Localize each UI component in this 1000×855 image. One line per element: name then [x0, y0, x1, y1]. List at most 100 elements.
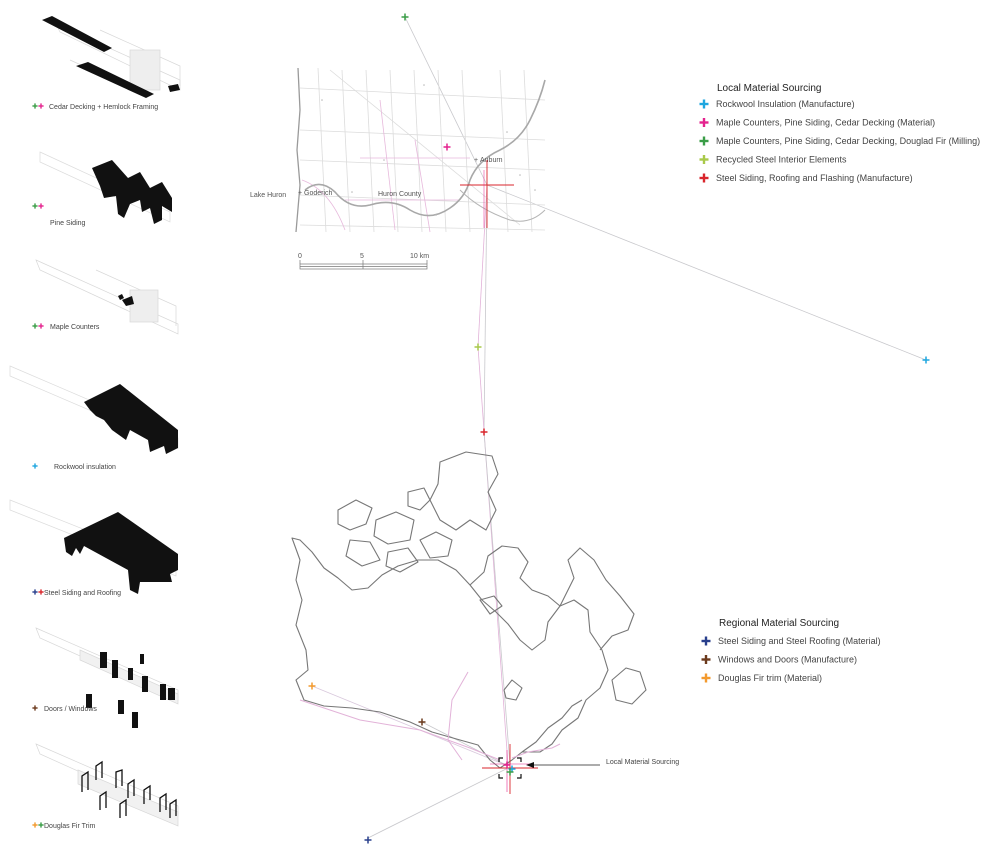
label-huron-county: Huron County	[378, 191, 422, 198]
local-legend-marker-cyan-icon	[699, 99, 709, 109]
local-legend-marker-magenta-icon	[699, 118, 709, 127]
component-marker-navy-icon	[32, 589, 38, 595]
scale-tick-0: 0	[298, 253, 302, 260]
scale-tick-10: 10 km	[410, 253, 429, 260]
component-label-doors: Doors / Windows	[44, 706, 97, 713]
component-marker-magenta-icon	[38, 203, 44, 209]
route-orange-fir	[311, 685, 509, 767]
regional-legend: Regional Material Sourcing Steel Siding …	[701, 618, 881, 683]
regional-legend-title: Regional Material Sourcing	[719, 618, 839, 629]
axo-maple-counters	[35, 259, 179, 335]
axo-douglas-fir	[35, 743, 179, 827]
sourcing-routes	[311, 16, 927, 839]
maitland-river	[304, 79, 546, 217]
svg-text:+: +	[474, 157, 478, 164]
site-marker-lime-icon	[474, 343, 482, 351]
arctic-island-2	[373, 511, 415, 545]
arctic-island-3	[407, 487, 431, 511]
arctic-island-4	[419, 531, 453, 559]
component-label-rockwool: Rockwool insulation	[54, 464, 116, 471]
james-bay	[503, 679, 523, 701]
route-red-down	[483, 431, 511, 766]
newfoundland	[611, 667, 647, 705]
component-marker-magenta-icon	[38, 103, 44, 109]
site-marker-magenta-icon	[443, 143, 451, 151]
axo-pine-siding	[39, 151, 172, 224]
local-legend-title: Local Material Sourcing	[717, 83, 822, 94]
local-legend-item-label: Maple Counters, Pine Siding, Cedar Decki…	[716, 136, 980, 146]
hudson-bay-shore	[469, 545, 561, 607]
regional-legend-item-label: Steel Siding and Steel Roofing (Material…	[718, 636, 881, 646]
local-legend-item-label: Recycled Steel Interior Elements	[716, 155, 847, 165]
local-map: Auburn Goderich Lake Huron Huron County …	[250, 67, 546, 270]
component-marker-green-icon	[32, 203, 38, 209]
scale-tick-5: 5	[360, 253, 364, 260]
component-marker-orange-icon	[32, 822, 38, 828]
road-grid	[299, 67, 546, 233]
site-marker-cyan-icon	[922, 356, 930, 364]
local-legend-item-label: Maple Counters, Pine Siding, Cedar Decki…	[716, 118, 935, 128]
canada-pink-routes	[299, 671, 561, 761]
site-marker-brown-icon	[418, 718, 426, 726]
regional-legend-item-label: Windows and Doors (Manufacture)	[718, 655, 857, 665]
component-marker-magenta-icon	[38, 323, 44, 329]
label-lake-huron: Lake Huron	[250, 192, 286, 199]
site-marker-navy-icon	[364, 836, 372, 844]
local-legend: Local Material Sourcing Rockwool Insulat…	[699, 83, 980, 183]
ontario-quebec-south	[521, 699, 583, 753]
component-marker-brown-icon	[32, 705, 38, 711]
local-legend-marker-lime-icon	[699, 155, 709, 164]
site-marker-orange-icon	[308, 682, 316, 690]
regional-legend-item-label: Douglas Fir trim (Material)	[718, 673, 822, 683]
site-marker-green-icon	[506, 768, 514, 776]
regional-legend-marker-orange-icon	[701, 673, 711, 683]
axo-rockwool	[9, 365, 179, 454]
route-brown-windows	[421, 721, 509, 767]
victoria-island	[385, 547, 419, 573]
component-label-pine: Pine Siding	[50, 220, 86, 227]
regional-legend-marker-brown-icon	[701, 655, 711, 664]
component-column: Cedar Decking + Hemlock Framing Pine Sid…	[9, 16, 181, 830]
local-legend-marker-green-icon	[699, 136, 709, 146]
svg-text:+: +	[298, 190, 302, 197]
local-legend-items: Rockwool Insulation (Manufacture)Maple C…	[699, 99, 980, 183]
callout-label: Local Material Sourcing	[606, 759, 679, 766]
southampton-island	[479, 595, 503, 615]
route-green-milling	[404, 16, 488, 186]
label-auburn: Auburn	[480, 157, 503, 164]
local-legend-item-label: Steel Siding, Roofing and Flashing (Manu…	[716, 173, 913, 183]
arctic-island-5	[345, 539, 381, 567]
component-marker-red-icon	[38, 589, 44, 595]
route-cyan-rockwool	[486, 184, 927, 361]
label-goderich: Goderich	[304, 190, 333, 197]
route-navy-steel	[367, 767, 509, 839]
local-legend-marker-red-icon	[699, 173, 709, 183]
callout-arrow	[526, 762, 600, 768]
lake-huron-shore	[295, 67, 301, 233]
pink-roads	[301, 99, 470, 233]
component-marker-green-icon	[32, 323, 38, 329]
component-marker-green-icon	[38, 822, 44, 828]
canada-map	[291, 451, 647, 769]
component-label-cedar: Cedar Decking + Hemlock Framing	[49, 104, 158, 111]
component-marker-cyan-icon	[32, 463, 38, 469]
site-crosshair-local	[460, 160, 514, 228]
component-label-douglas: Douglas Fir Trim	[44, 823, 96, 830]
labrador-coast	[559, 547, 635, 651]
axo-cedar-decking	[42, 16, 181, 98]
component-markers	[32, 103, 44, 828]
component-label-maple: Maple Counters	[50, 324, 100, 331]
regional-legend-marker-navy-icon	[701, 636, 711, 646]
component-label-steel: Steel Siding and Roofing	[44, 590, 121, 597]
component-marker-green-icon	[32, 103, 38, 109]
site-marker-magenta-icon	[503, 761, 511, 769]
site-marker-green-icon	[401, 13, 409, 21]
river-tributary	[459, 189, 546, 222]
site-marker-red-icon	[480, 428, 488, 436]
map-features	[321, 84, 536, 216]
route-lime-down	[477, 346, 509, 766]
arctic-island-1	[337, 499, 373, 531]
regional-legend-items: Steel Siding and Steel Roofing (Material…	[701, 636, 881, 683]
baffin-island	[429, 451, 499, 531]
